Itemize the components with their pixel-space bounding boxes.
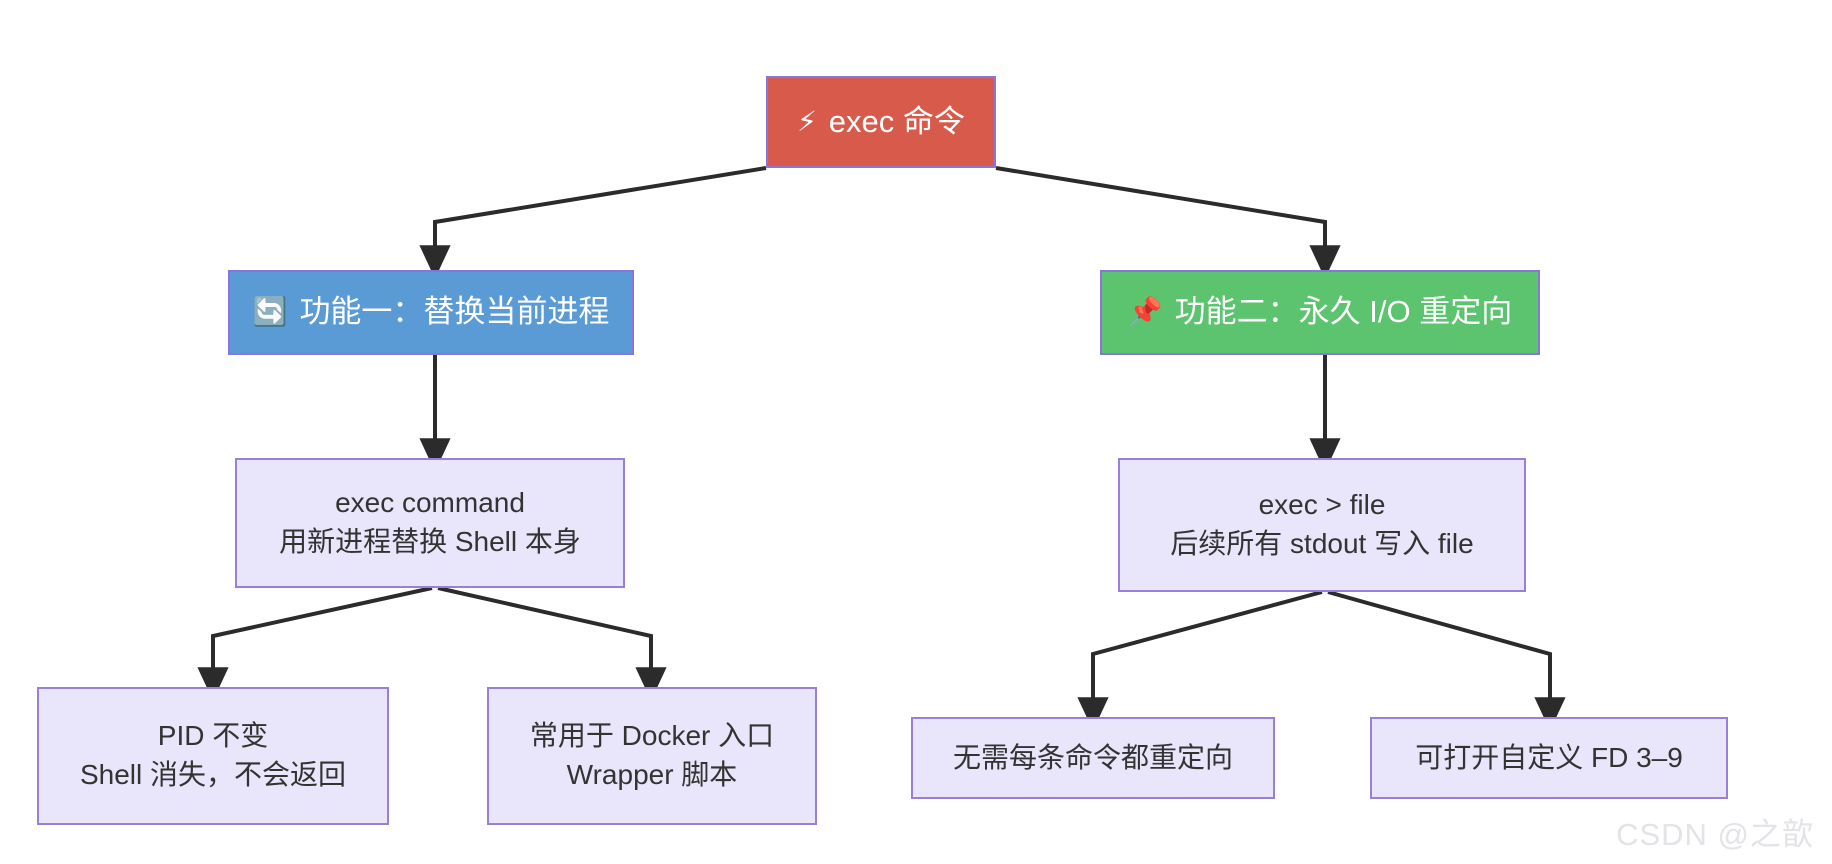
edge-detail-left-to-leaf-1 [197, 586, 433, 701]
node-detail-left-line2: 用新进程替换 Shell 本身 [279, 526, 581, 557]
pushpin-icon: 📌 [1127, 296, 1163, 328]
lightning-bolt-icon: ⚡ [797, 105, 817, 137]
node-root-label: exec 命令 [828, 103, 965, 139]
node-detail-right-line2: 后续所有 stdout 写入 file [1170, 528, 1474, 559]
node-detail-right-line1: exec > file [1258, 489, 1386, 521]
node-leaf-2[interactable]: 常用于 Docker 入口 Wrapper 脚本 [487, 687, 817, 825]
node-leaf-1-line1: PID 不变 [157, 720, 269, 752]
node-root[interactable]: ⚡ exec 命令 [766, 76, 996, 168]
node-leaf-2-line1: 常用于 Docker 入口 [529, 720, 775, 752]
refresh-cycle-icon: 🔄 [252, 296, 288, 328]
node-branch-left[interactable]: 🔄 功能一：替换当前进程 [228, 270, 634, 355]
edge-root-to-branch-right [995, 166, 1341, 279]
edge-detail-right-to-leaf-4 [1327, 590, 1566, 731]
node-leaf-3[interactable]: 无需每条命令都重定向 [911, 717, 1275, 799]
node-leaf-2-line2: Wrapper 脚本 [566, 759, 738, 790]
node-branch-right[interactable]: 📌 功能二：永久 I/O 重定向 [1100, 270, 1540, 355]
node-leaf-1-line2: Shell 消失，不会返回 [79, 759, 347, 790]
node-detail-left[interactable]: exec command 用新进程替换 Shell 本身 [235, 458, 625, 588]
node-leaf-4-line1: 可打开自定义 FD 3–9 [1415, 741, 1683, 773]
node-leaf-4[interactable]: 可打开自定义 FD 3–9 [1370, 717, 1728, 799]
node-branch-right-label: 功能二：永久 I/O 重定向 [1174, 294, 1513, 330]
edge-detail-right-to-leaf-3 [1077, 590, 1323, 731]
edge-detail-left-to-leaf-2 [437, 586, 667, 701]
node-leaf-1[interactable]: PID 不变 Shell 消失，不会返回 [37, 687, 389, 825]
node-leaf-3-line1: 无需每条命令都重定向 [952, 741, 1233, 773]
edge-root-to-branch-left [419, 166, 767, 279]
node-detail-left-line1: exec command [335, 487, 525, 519]
node-branch-left-label: 功能一：替换当前进程 [299, 294, 610, 330]
node-detail-right[interactable]: exec > file 后续所有 stdout 写入 file [1118, 458, 1526, 592]
csdn-watermark: CSDN @之歆 [1616, 817, 1814, 852]
